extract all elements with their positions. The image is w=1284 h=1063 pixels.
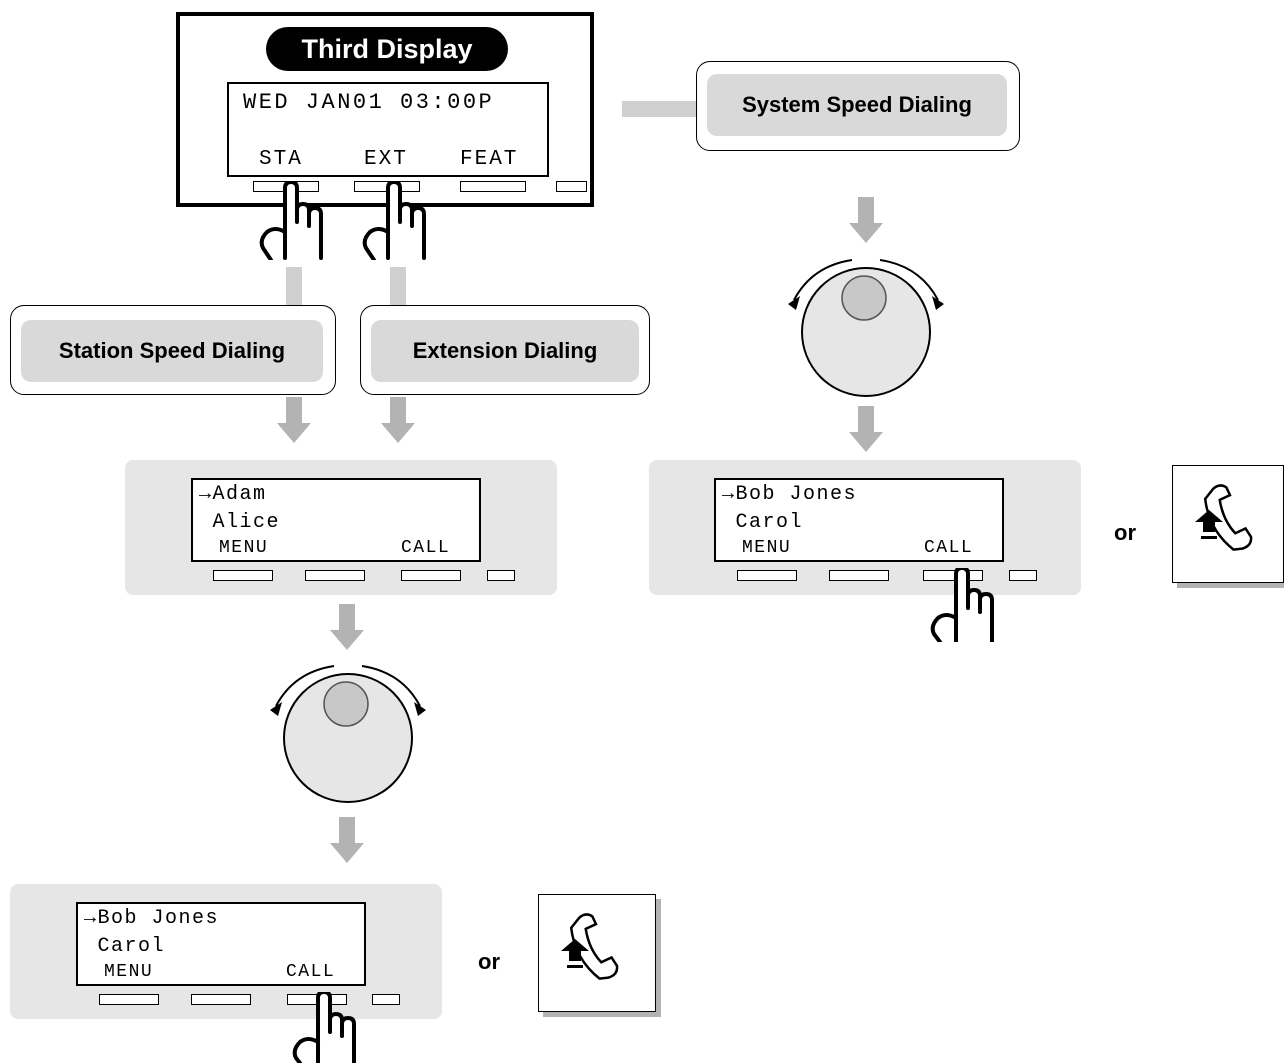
small-key-button[interactable]	[372, 994, 400, 1005]
down-arrow-icon	[381, 397, 415, 443]
softkey-label-menu: MENU	[742, 538, 792, 558]
down-arrow-icon	[277, 397, 311, 443]
small-key-button[interactable]	[556, 181, 587, 192]
pressing-finger-icon	[292, 992, 356, 1063]
or-label: or	[1114, 520, 1136, 545]
or-label: or	[478, 949, 500, 974]
bottom-lcd: →Bob Jones Carol MENU CALL	[76, 902, 366, 986]
softkey-feat-button[interactable]	[460, 181, 526, 192]
jog-dial-icon[interactable]	[782, 252, 950, 402]
small-key-button[interactable]	[1009, 570, 1037, 581]
softkey-label-call: CALL	[286, 962, 336, 982]
down-arrow-icon	[849, 406, 883, 452]
system-speed-dialing-box: System Speed Dialing	[696, 61, 1020, 151]
down-arrow-icon	[849, 197, 883, 243]
right-lcd: →Bob Jones Carol MENU CALL	[714, 478, 1004, 562]
connector-line	[286, 267, 302, 305]
softkey-call-button[interactable]	[923, 570, 983, 581]
small-key-button[interactable]	[487, 570, 515, 581]
jog-dial-icon[interactable]	[264, 658, 432, 808]
softkey-button[interactable]	[305, 570, 365, 581]
off-hook-handset-box[interactable]	[538, 894, 656, 1012]
connector-line	[622, 101, 700, 117]
softkey-button[interactable]	[829, 570, 889, 581]
pressing-finger-icon	[362, 182, 426, 260]
extension-dialing-box: Extension Dialing	[360, 305, 650, 395]
third-display-lcd: WED JAN01 03:00P STA EXT FEAT	[227, 82, 549, 177]
softkey-button[interactable]	[191, 994, 251, 1005]
down-arrow-icon	[330, 604, 364, 650]
middle-lcd: →Adam Alice MENU CALL	[191, 478, 481, 562]
lcd-line-2: Alice	[199, 511, 281, 534]
station-speed-dialing-label: Station Speed Dialing	[21, 320, 323, 382]
softkey-label-sta: STA	[259, 148, 303, 171]
pressing-finger-icon	[259, 182, 323, 260]
off-hook-handset-icon	[1195, 484, 1253, 551]
lcd-line-2: Carol	[722, 511, 804, 534]
softkey-label-feat: FEAT	[460, 148, 519, 171]
off-hook-handset-box[interactable]	[1172, 465, 1284, 583]
third-display-title: Third Display	[266, 27, 508, 71]
softkey-label-menu: MENU	[104, 962, 154, 982]
off-hook-handset-icon	[561, 913, 619, 980]
softkey-label-call: CALL	[924, 538, 974, 558]
lcd-date-time: WED JAN01 03:00P	[243, 90, 495, 115]
softkey-label-menu: MENU	[219, 538, 269, 558]
softkey-menu-button[interactable]	[99, 994, 159, 1005]
system-speed-dialing-label: System Speed Dialing	[707, 74, 1007, 136]
lcd-line-1: →Adam	[199, 483, 267, 506]
softkey-menu-button[interactable]	[737, 570, 797, 581]
down-arrow-icon	[330, 817, 364, 863]
lcd-line-1: →Bob Jones	[722, 483, 858, 506]
softkey-label-ext: EXT	[364, 148, 408, 171]
softkey-call-button[interactable]	[401, 570, 461, 581]
connector-line	[390, 267, 406, 305]
softkey-menu-button[interactable]	[213, 570, 273, 581]
station-speed-dialing-box: Station Speed Dialing	[10, 305, 336, 395]
extension-dialing-label: Extension Dialing	[371, 320, 639, 382]
lcd-line-2: Carol	[84, 935, 166, 958]
lcd-line-1: →Bob Jones	[84, 907, 220, 930]
softkey-label-call: CALL	[401, 538, 451, 558]
pressing-finger-icon	[930, 568, 994, 642]
